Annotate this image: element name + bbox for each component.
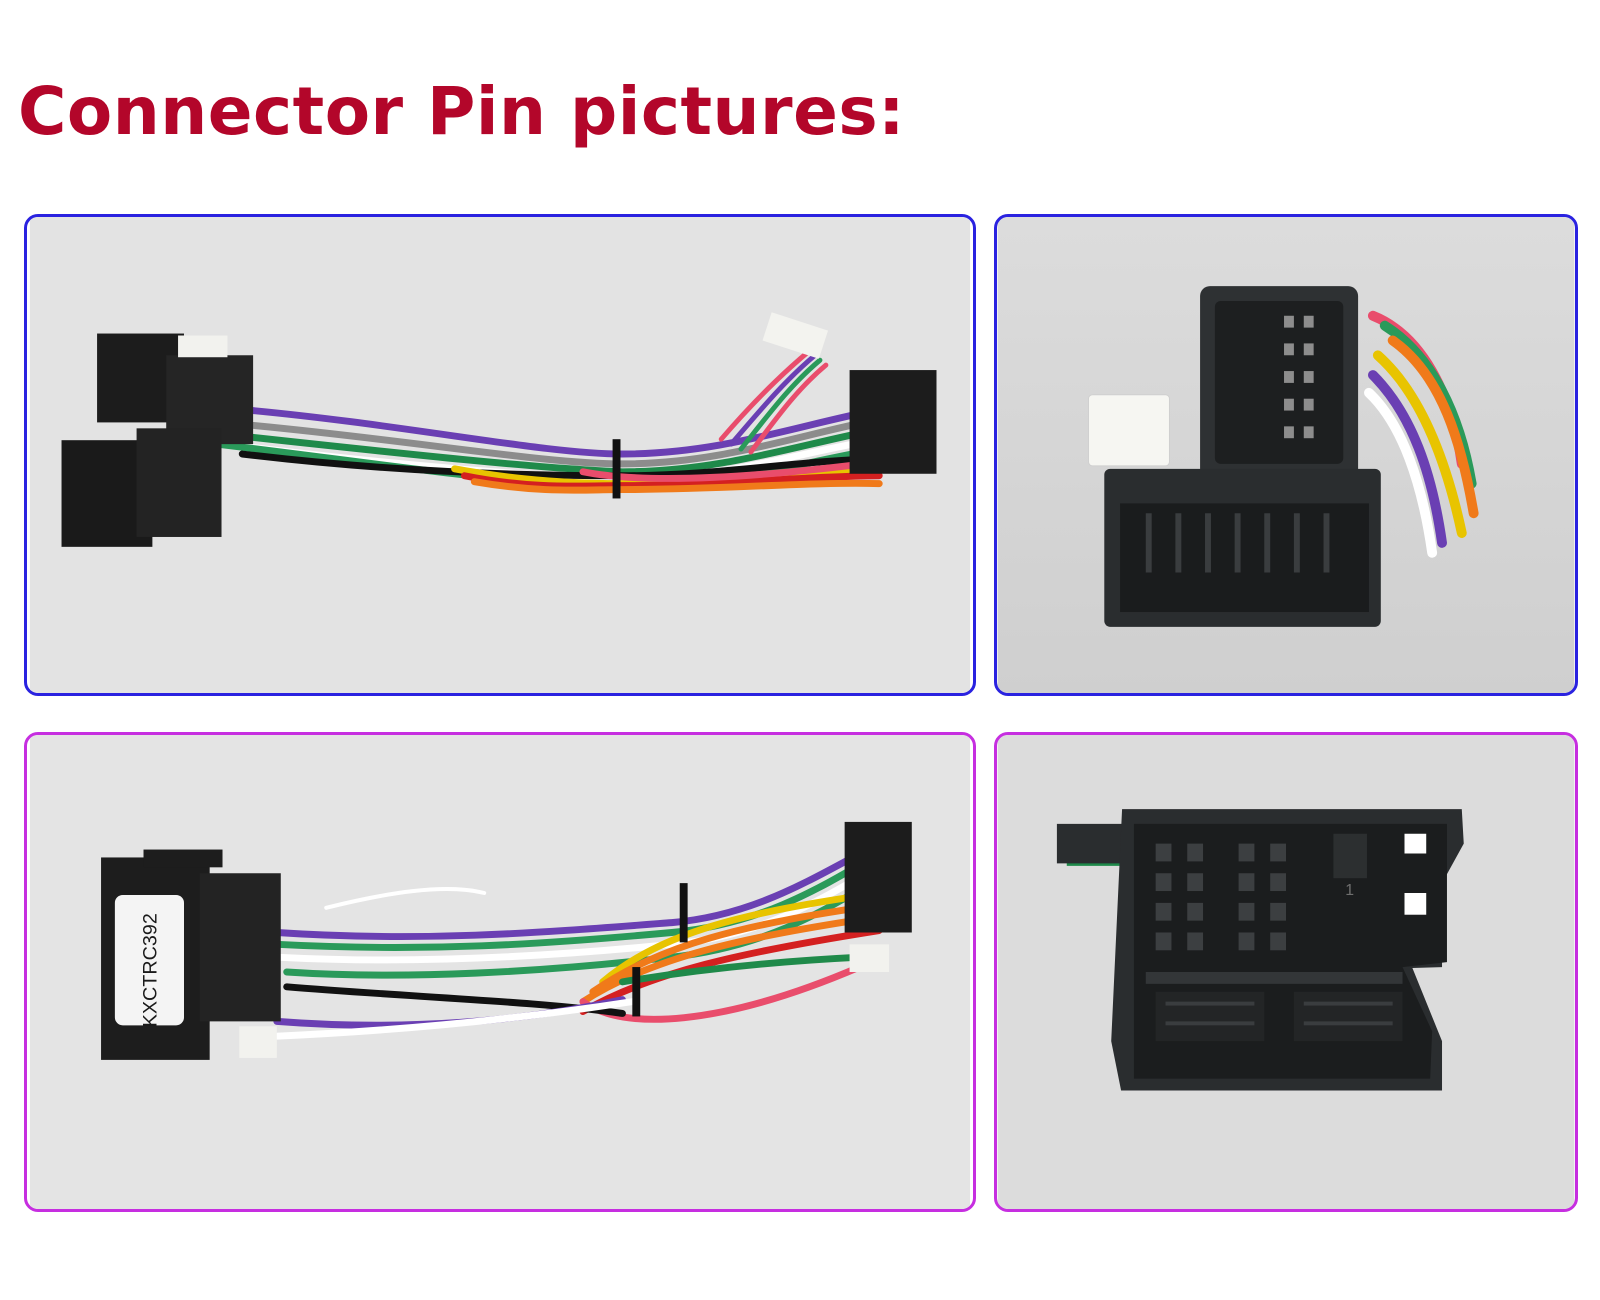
- harness-illustration-1: [29, 217, 971, 693]
- connector-pins-photo-panel-2: 1: [994, 732, 1578, 1212]
- harness-photo-panel-1: [24, 214, 976, 696]
- module-label: KXCTRC392: [139, 913, 161, 1027]
- pin-one-marker: 1: [1345, 882, 1354, 899]
- page-title: Connector Pin pictures:: [18, 73, 906, 150]
- connector-pins-photo-panel-1: [994, 214, 1578, 696]
- harness-illustration-2: KXCTRC392: [29, 735, 971, 1209]
- connector-pins-illustration-1: [997, 217, 1575, 693]
- harness-photo-panel-2: KXCTRC392: [24, 732, 976, 1212]
- connector-pins-illustration-2: 1: [997, 735, 1575, 1209]
